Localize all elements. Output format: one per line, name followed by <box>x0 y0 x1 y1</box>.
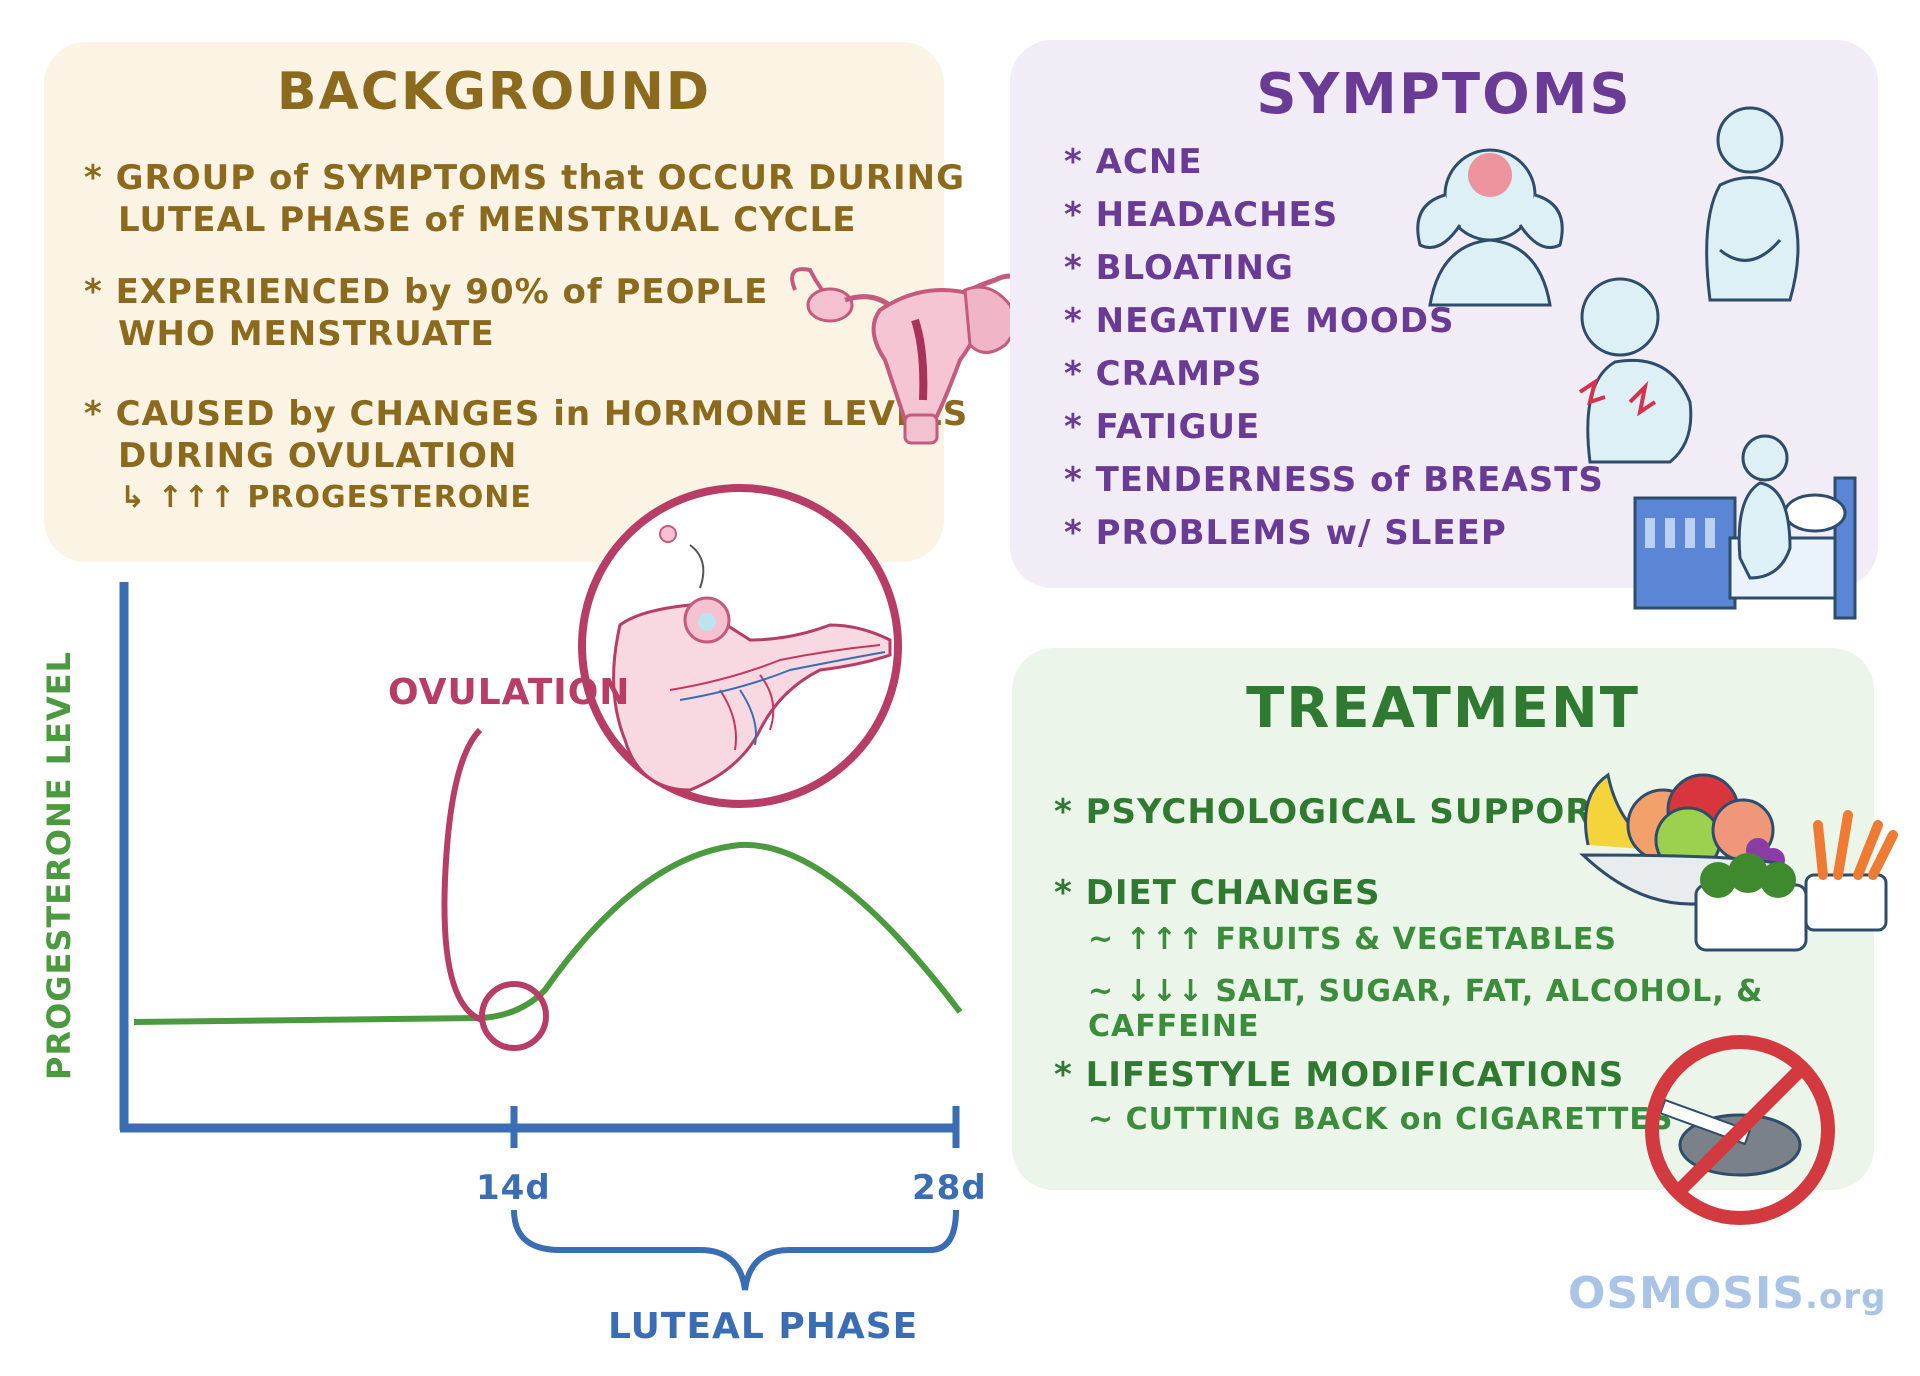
ovary-vessels-blue <box>679 651 886 746</box>
background-item-1-line2: LUTEAL PHASE of MENSTRUAL CYCLE <box>118 200 857 240</box>
treatment-diet-sub-2: ~ ↓↓↓ SALT, SUGAR, FAT, ALCOHOL, & CAFFE… <box>1088 974 1764 1044</box>
cramps-figure-illustration <box>1578 277 1693 464</box>
symptom-fatigue: * FATIGUE <box>1064 407 1261 447</box>
uterus-illustration <box>790 267 1032 445</box>
symptom-negative-moods: * NEGATIVE MOODS <box>1064 301 1455 341</box>
luteal-phase-label: LUTEAL PHASE <box>608 1306 919 1347</box>
treatment-diet-changes: * DIET CHANGES <box>1054 873 1381 913</box>
symptom-tenderness-of-breasts: * TENDERNESS of BREASTS <box>1064 460 1604 500</box>
progesterone-curve <box>133 841 963 1025</box>
background-item-2-line1: * EXPERIENCED by 90% of PEOPLE <box>84 272 769 312</box>
no-smoking-icon <box>1645 1035 1835 1225</box>
background-item-1-line1: * GROUP of SYMPTOMS that OCCUR DURING <box>84 158 966 198</box>
treatment-title: TREATMENT <box>1246 676 1640 741</box>
tick-label-14d: 14d <box>476 1168 551 1208</box>
symptom-acne: * ACNE <box>1064 142 1203 182</box>
symptom-bloating: * BLOATING <box>1064 248 1294 288</box>
symptoms-title: SYMPTOMS <box>1256 62 1632 127</box>
background-item-2-line2: WHO MENSTRUATE <box>118 314 495 354</box>
ovulation-marker-circle <box>479 981 549 1051</box>
headache-figure-illustration <box>1416 148 1564 307</box>
symptom-problems-with-sleep: * PROBLEMS w/ SLEEP <box>1064 513 1507 553</box>
sleep-problems-bed-illustration <box>1633 434 1857 620</box>
background-item-3-line1: * CAUSED by CHANGES in HORMONE LEVELS <box>84 394 969 434</box>
follicle-core <box>698 613 716 631</box>
ovulation-connector <box>441 727 484 1023</box>
y-axis-label: PROGESTERONE LEVEL <box>40 650 78 1080</box>
bloating-figure-illustration <box>1705 106 1800 302</box>
background-title: BACKGROUND <box>276 62 712 122</box>
treatment-psychological-support: * PSYCHOLOGICAL SUPPORT <box>1054 792 1616 832</box>
released-egg <box>659 525 677 543</box>
background-item-3-sub: ↳ ↑↑↑ PROGESTERONE <box>120 480 532 515</box>
treatment-lifestyle-modifications: * LIFESTYLE MODIFICATIONS <box>1054 1055 1625 1095</box>
osmosis-logo: OSMOSIS.org <box>1568 1268 1886 1319</box>
fruit-bowl-illustration <box>1579 772 1898 952</box>
logo-text: OSMOSIS <box>1568 1268 1806 1319</box>
tick-label-28d: 28d <box>912 1168 987 1208</box>
treatment-lifestyle-sub-1: ~ CUTTING BACK on CIGARETTES <box>1088 1102 1674 1137</box>
luteal-phase-brace <box>511 1209 959 1291</box>
logo-suffix: .org <box>1805 1277 1887 1317</box>
ovulation-label: OVULATION <box>388 672 631 713</box>
background-panel <box>44 42 944 562</box>
background-item-3-line2: DURING OVULATION <box>118 436 518 476</box>
symptom-headaches: * HEADACHES <box>1064 195 1339 235</box>
treatment-diet-sub-1: ~ ↑↑↑ FRUITS & VEGETABLES <box>1088 922 1617 957</box>
symptom-cramps: * CRAMPS <box>1064 354 1263 394</box>
egg-release-arrow <box>689 544 705 589</box>
